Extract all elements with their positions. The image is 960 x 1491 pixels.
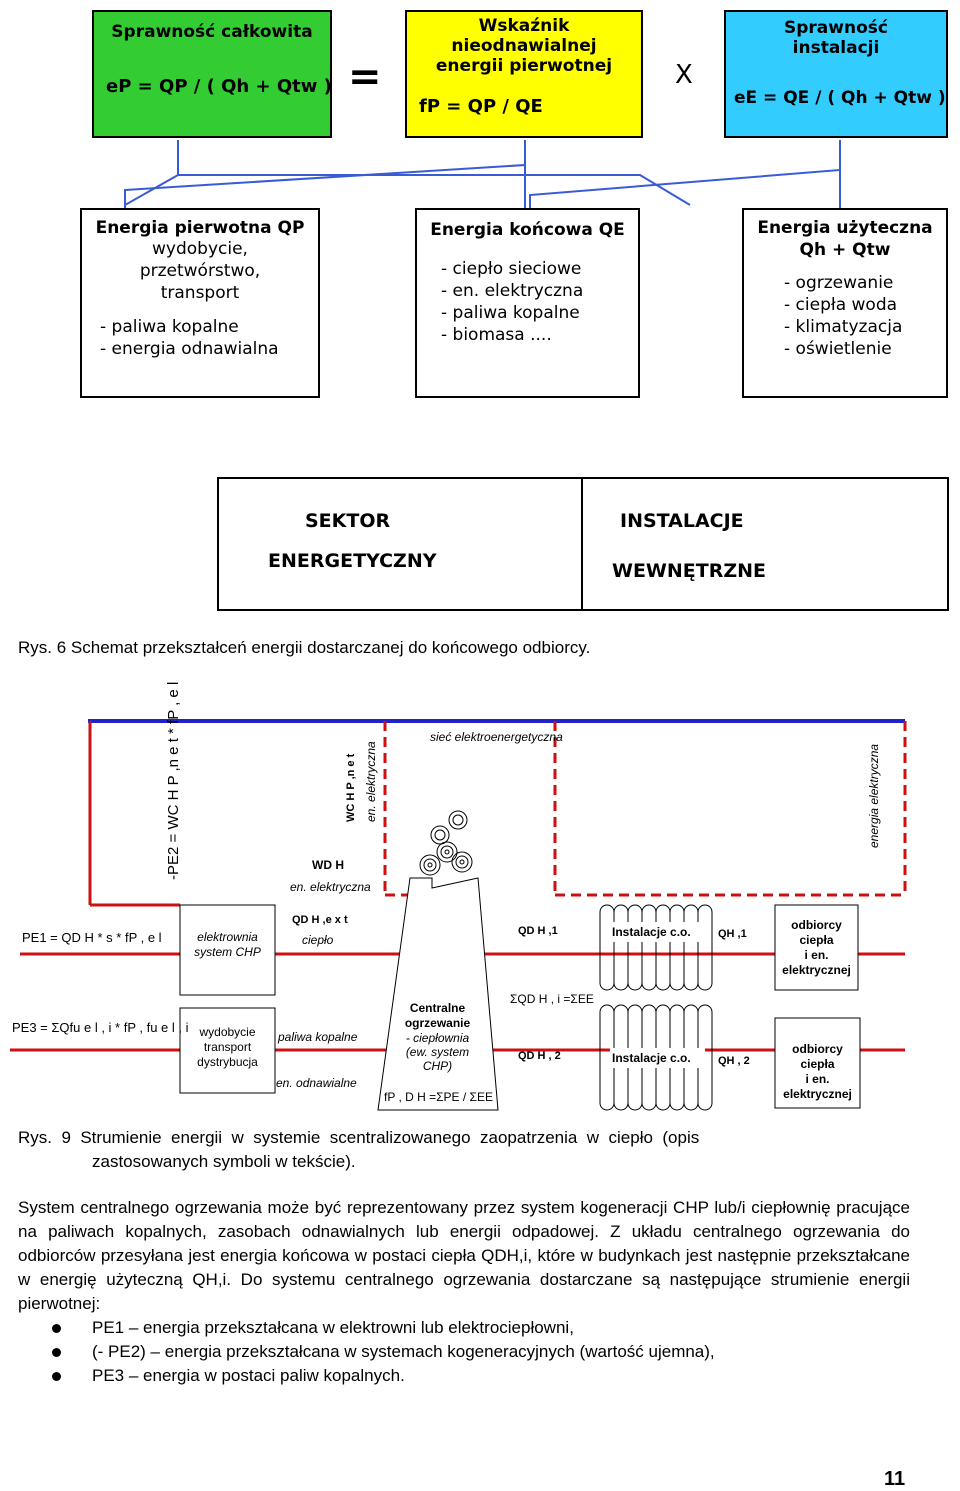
nonrenewable-title-1: Wskaźnik bbox=[478, 16, 570, 36]
fig6-connectors bbox=[124, 140, 949, 611]
installation-formula: eE = QE / ( Qh + Qtw ) bbox=[734, 88, 946, 108]
receivers-2: odbiorcy ciepła i en. elektrycznej bbox=[775, 1042, 860, 1102]
bullet-dot bbox=[52, 1372, 61, 1381]
energy-sector-label-2: ENERGETYCZNY bbox=[268, 550, 437, 572]
wdh-label: WD H bbox=[312, 858, 344, 872]
nonrenewable-factor-box: Wskaźnik nieodnawialnej energii pierwotn… bbox=[405, 10, 643, 138]
installation-1-label: Instalacje c.o. bbox=[612, 925, 691, 939]
qdh1-label: QD H ,1 bbox=[518, 925, 558, 937]
central-heating-sub-line: (ew. system bbox=[405, 1045, 470, 1059]
qh1-label: QH ,1 bbox=[718, 928, 747, 940]
central-heating-line: Centralne bbox=[409, 1001, 466, 1015]
useful-energy-item: - ciepła woda bbox=[784, 295, 898, 315]
bullet-dot bbox=[52, 1324, 61, 1333]
pe3-formula: PE3 = ΣQfu e l , i * fP , fu e l , i bbox=[12, 1020, 189, 1035]
energy-sector-label-1: SEKTOR bbox=[305, 510, 391, 532]
wchp-en-el: en. elektryczna bbox=[364, 741, 378, 822]
fossil-fuels-label: paliwa kopalne bbox=[278, 1030, 358, 1044]
central-heating-sub-line: CHP) bbox=[422, 1059, 453, 1073]
nonrenewable-title-3: energii pierwotnej bbox=[435, 56, 613, 76]
final-energy-item: - en. elektryczna bbox=[441, 281, 584, 301]
qdh2-label: QD H , 2 bbox=[518, 1050, 561, 1062]
final-energy-item: - ciepło sieciowe bbox=[441, 259, 582, 279]
nonrenewable-formula: fP = QP / QE bbox=[419, 96, 543, 117]
chp-label-1: elektrownia bbox=[197, 930, 258, 944]
qh2-label: QH , 2 bbox=[718, 1055, 750, 1067]
primary-energy-line-2: przetwórstwo, bbox=[139, 261, 261, 281]
primary-energy-item: - energia odnawialna bbox=[100, 339, 279, 359]
final-energy-box: Energia końcowa QE - ciepło sieciowe - e… bbox=[415, 208, 640, 398]
central-heating-title: Centralne ogrzewanie bbox=[395, 1001, 480, 1031]
fpdh-formula: fP , D H =ΣPE / ΣEE bbox=[384, 1090, 493, 1104]
final-energy-title: Energia końcowa QE bbox=[430, 220, 625, 240]
useful-energy-item: - oświetlenie bbox=[784, 339, 892, 359]
useful-energy-box: Energia użyteczna Qh + Qtw - ogrzewanie … bbox=[742, 208, 948, 398]
central-heating-sub: - ciepłownia (ew. system CHP) bbox=[395, 1031, 480, 1073]
primary-energy-line-3: transport bbox=[160, 283, 240, 303]
chp-label-2: system CHP bbox=[194, 945, 261, 959]
bullet-item: PE3 – energia w postaci paliw kopalnych. bbox=[92, 1366, 405, 1385]
total-efficiency-title: Sprawność całkowita bbox=[111, 22, 313, 42]
energy-electric-label: energia elektryczna bbox=[867, 743, 881, 848]
total-efficiency-box: Sprawność całkowita eP = QP / ( Qh + Qtw… bbox=[92, 10, 332, 138]
heat-label: ciepło bbox=[302, 933, 334, 947]
receivers-2-line: i en. bbox=[805, 1072, 830, 1086]
total-efficiency-formula: eP = QP / ( Qh + Qtw ) bbox=[106, 76, 332, 97]
fig9-diagram bbox=[10, 719, 907, 1111]
times-sign: X bbox=[675, 60, 693, 90]
receivers-2-line: ciepła bbox=[800, 1057, 835, 1071]
qdh-ext-label: QD H ,e x t bbox=[292, 914, 348, 926]
receivers-1: odbiorcy ciepła i en. elektrycznej bbox=[775, 918, 858, 978]
primary-energy-title: Energia pierwotna QP bbox=[95, 218, 305, 238]
production-line: wydobycie bbox=[199, 1025, 256, 1039]
receivers-1-line: i en. bbox=[804, 948, 829, 962]
renewables-label: en. odnawialne bbox=[276, 1076, 357, 1090]
installation-title-2: instalacji bbox=[792, 38, 880, 58]
bullet-item: PE1 – energia przekształcana w elektrown… bbox=[92, 1318, 574, 1337]
production-line: dystrybucja bbox=[197, 1055, 258, 1069]
final-energy-item: - biomasa .... bbox=[441, 325, 552, 345]
fig9-caption-line-1: Rys. 9 Strumienie energii w systemie sce… bbox=[18, 1128, 700, 1147]
installation-2-label: Instalacje c.o. bbox=[612, 1051, 691, 1065]
useful-energy-item: - ogrzewanie bbox=[784, 273, 894, 293]
installation-title-1: Sprawność bbox=[784, 18, 888, 38]
production-line: transport bbox=[203, 1040, 252, 1054]
internal-install-label-1: INSTALACJE bbox=[620, 510, 744, 532]
fig9-caption-line-2: zastosowanych symboli w tekście). bbox=[92, 1152, 356, 1171]
sum-qdh-formula: ΣQD H , i =ΣEE bbox=[510, 992, 594, 1006]
fig6-caption: Rys. 6 Schemat przekształceń energii dos… bbox=[18, 638, 591, 657]
useful-energy-item: - klimatyzacja bbox=[784, 317, 903, 337]
grid-label: sieć elektroenergetyczna bbox=[430, 730, 563, 744]
useful-energy-title-1: Energia użyteczna bbox=[757, 218, 933, 238]
bullet-dot bbox=[52, 1348, 61, 1357]
receivers-2-line: elektrycznej bbox=[783, 1087, 852, 1101]
primary-energy-item: - paliwa kopalne bbox=[100, 317, 239, 337]
receivers-1-line: ciepła bbox=[799, 933, 834, 947]
central-heating-line: ogrzewanie bbox=[404, 1016, 471, 1030]
central-heating-sub-line: - ciepłownia bbox=[405, 1031, 470, 1045]
final-energy-item: - paliwa kopalne bbox=[441, 303, 580, 323]
receivers-2-line: odbiorcy bbox=[792, 1042, 843, 1056]
primary-energy-line-1: wydobycie, bbox=[152, 239, 248, 259]
production-box-text: wydobycie transport dystrybucja bbox=[180, 1025, 275, 1070]
wchp-label: WC H P ,n e t bbox=[345, 753, 357, 822]
pe1-formula: PE1 = QD H * s * fP , e l bbox=[22, 930, 162, 945]
page-number: 11 bbox=[884, 1468, 906, 1490]
bullet-item: (- PE2) – energia przekształcana w syste… bbox=[92, 1342, 715, 1361]
internal-install-label-2: WEWNĘTRZNE bbox=[612, 560, 767, 582]
installation-efficiency-box: Sprawność instalacji eE = QE / ( Qh + Qt… bbox=[724, 10, 948, 138]
body-paragraph: System centralnego ogrzewania może być r… bbox=[18, 1198, 910, 1313]
useful-energy-title-2: Qh + Qtw bbox=[799, 240, 891, 260]
receivers-1-line: odbiorcy bbox=[791, 918, 842, 932]
nonrenewable-title-2: nieodnawialnej bbox=[451, 36, 597, 56]
equals-sign: = bbox=[348, 54, 382, 100]
receivers-1-line: elektrycznej bbox=[782, 963, 851, 977]
pe2-formula: -PE2 = WC H P ,n e t * fP , e l bbox=[165, 681, 182, 880]
primary-energy-box: Energia pierwotna QP wydobycie, przetwór… bbox=[80, 208, 320, 398]
wdh-en-el: en. elektryczna bbox=[290, 880, 371, 894]
